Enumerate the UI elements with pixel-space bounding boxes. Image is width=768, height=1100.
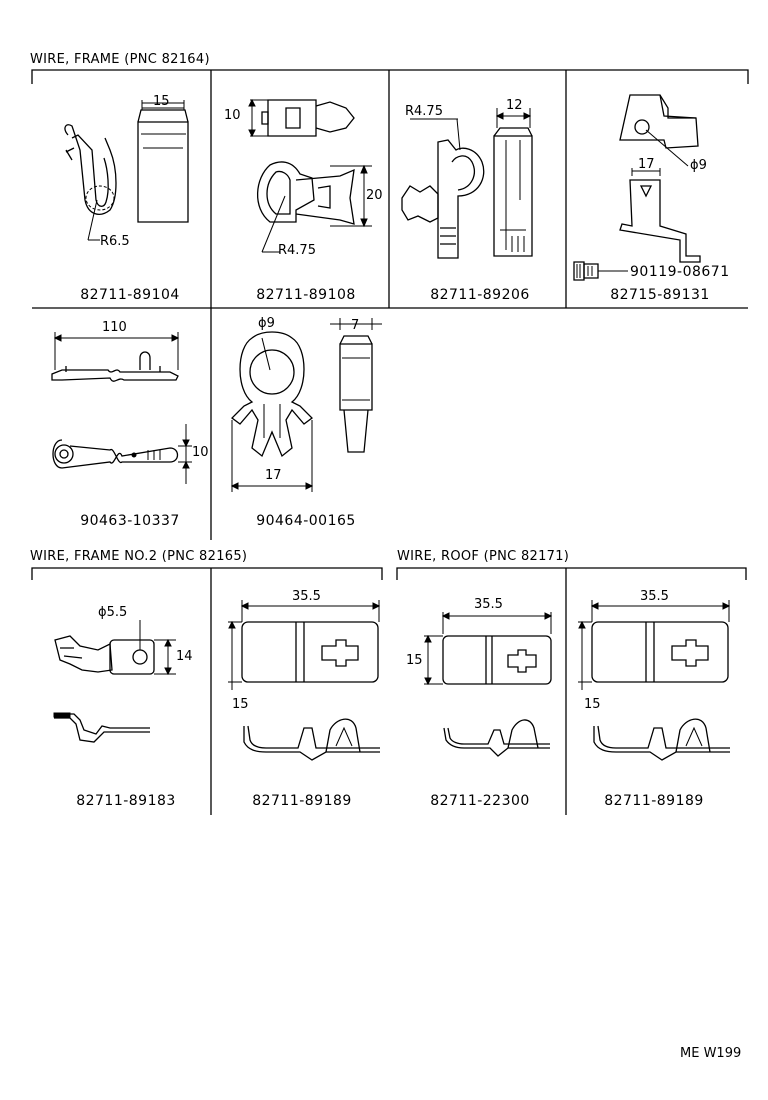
- dimension-label: 20: [366, 188, 383, 203]
- dimension-label: 15: [153, 94, 170, 109]
- dimension-label: 10: [192, 445, 209, 460]
- section-title-wire-roof: WIRE, ROOF (PNC 82171): [397, 549, 570, 564]
- clip-drawing-89104: [65, 100, 188, 240]
- part-number-90463-10337: 90463-10337: [80, 513, 180, 529]
- dimension-label: 14: [176, 649, 193, 664]
- part-number-82711-22300: 82711-22300: [430, 793, 530, 809]
- dimension-label: 10: [224, 108, 241, 123]
- clip-drawing-89206: [402, 108, 532, 258]
- clip-drawing-89108: [249, 100, 372, 252]
- bracket-drawing-89131: [574, 95, 700, 280]
- clip-drawing-90464: [232, 318, 382, 492]
- dimension-label: R6.5: [100, 234, 130, 249]
- clip-drawing-22300: [424, 612, 551, 756]
- dimension-label: R4.75: [405, 104, 443, 119]
- bolt-part-number-90119-08671: 90119-08671: [630, 264, 730, 280]
- part-number-82711-89183: 82711-89183: [76, 793, 176, 809]
- part-number-82715-89131: 82715-89131: [610, 287, 710, 303]
- part-number-82711-89108: 82711-89108: [256, 287, 356, 303]
- part-number-90464-00165: 90464-00165: [256, 513, 356, 529]
- section-frame-wire-frame: [32, 70, 748, 84]
- dimension-label: 7: [351, 318, 360, 333]
- dimension-label: 35.5: [640, 589, 669, 604]
- dimension-label: ϕ9: [258, 316, 275, 331]
- dimension-label: 110: [102, 320, 127, 335]
- dimension-label: 15: [406, 653, 423, 668]
- section-frame-wire-frame-no2: [32, 568, 382, 815]
- diagram-code: ME W199: [680, 1046, 742, 1061]
- part-number-82711-89189: 82711-89189: [604, 793, 704, 809]
- clip-drawing-89183: [54, 620, 176, 742]
- part-number-82711-89189: 82711-89189: [252, 793, 352, 809]
- dimension-label: 15: [584, 697, 601, 712]
- section-title-wire-frame: WIRE, FRAME (PNC 82164): [30, 52, 210, 67]
- dimension-label: 35.5: [292, 589, 321, 604]
- dimension-label: R4.75: [278, 243, 316, 258]
- clip-drawing-89189-a: [228, 600, 380, 760]
- dimension-label: 35.5: [474, 597, 503, 612]
- dimension-label: 17: [638, 157, 655, 172]
- grid-dividers: [32, 70, 748, 540]
- dimension-label: 12: [506, 98, 523, 113]
- dimension-label: ϕ9: [690, 158, 707, 173]
- dimension-label: 15: [232, 697, 249, 712]
- section-frame-wire-roof: [397, 568, 746, 815]
- part-number-82711-89206: 82711-89206: [430, 287, 530, 303]
- strap-drawing-90463: [52, 332, 192, 484]
- section-title-wire-frame-no2: WIRE, FRAME NO.2 (PNC 82165): [30, 549, 248, 564]
- part-number-82711-89104: 82711-89104: [80, 287, 180, 303]
- clip-drawing-89189-b: [578, 600, 730, 760]
- dimension-label: ϕ5.5: [98, 605, 128, 620]
- dimension-label: 17: [265, 468, 282, 483]
